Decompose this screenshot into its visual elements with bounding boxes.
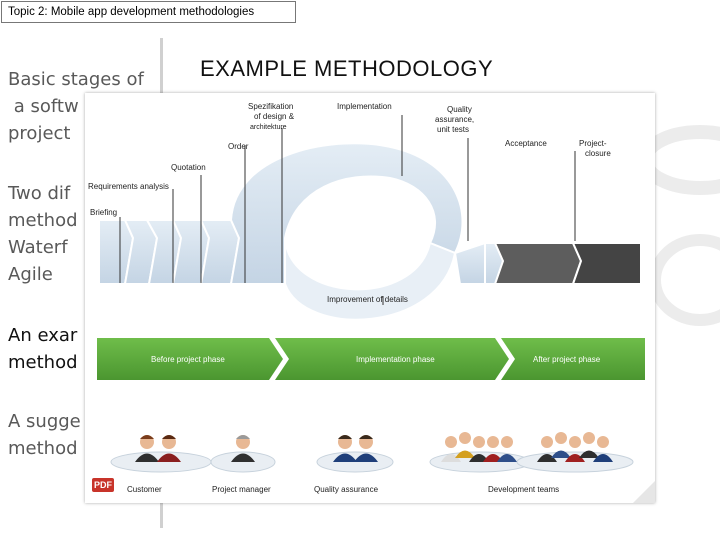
role-quality-assurance: Quality assurance xyxy=(314,435,394,494)
bullet-example: An exar method xyxy=(8,322,78,376)
people-icon xyxy=(135,435,181,462)
label-improvement: Improvement of details xyxy=(327,295,408,304)
label-requirements: Requirements analysis xyxy=(88,182,169,191)
phase-before xyxy=(97,338,283,380)
phase-after-label: After project phase xyxy=(533,355,601,364)
phase-implementation-label: Implementation phase xyxy=(356,355,435,364)
role-label: Quality assurance xyxy=(314,485,379,494)
step-closure xyxy=(571,242,642,285)
bullet-methodologies: Two dif method Waterf Agile xyxy=(8,180,78,288)
role-customer: Customer xyxy=(110,435,212,494)
iteration-loop xyxy=(229,142,486,321)
person-icon xyxy=(231,435,255,462)
people-icon xyxy=(333,435,378,462)
leader-lines xyxy=(119,115,576,305)
bullet-text: Agile xyxy=(8,264,53,285)
phase-band: Before project phase Implementation phas… xyxy=(97,338,645,380)
label-spec-2: of design & xyxy=(254,112,295,121)
topic-label: Topic 2: Mobile app development methodol… xyxy=(1,1,296,23)
bullet-text: method xyxy=(8,352,78,373)
bullet-text: Waterf xyxy=(8,237,68,258)
bullet-text: An exar xyxy=(8,325,78,346)
bullet-text: project xyxy=(8,123,71,144)
bullet-text: method xyxy=(8,438,78,459)
role-label: Project manager xyxy=(212,485,271,494)
slide-title: EXAMPLE METHODOLOGY xyxy=(200,56,494,81)
page-curl xyxy=(633,481,655,503)
label-briefing: Briefing xyxy=(90,208,117,217)
bullet-suggested: A sugge method xyxy=(8,408,81,462)
bullet-stages: Basic stages of a softw project xyxy=(8,66,144,147)
label-implementation: Implementation xyxy=(337,102,392,111)
step-acceptance xyxy=(493,242,583,285)
phase-before-label: Before project phase xyxy=(151,355,225,364)
role-label: Development teams xyxy=(488,485,559,494)
bullet-text: Two dif xyxy=(8,183,71,204)
bullet-text: Basic stages of xyxy=(8,69,144,90)
role-label: Customer xyxy=(127,485,162,494)
role-groups: Customer Project manager Quality assuran… xyxy=(110,432,634,494)
label-spec-3: architekture xyxy=(250,124,287,131)
label-quality-3: unit tests xyxy=(437,125,469,134)
flow-steps xyxy=(98,219,241,285)
label-quality-2: assurance, xyxy=(435,115,474,124)
label-quality-1: Quality xyxy=(447,105,472,114)
label-acceptance: Acceptance xyxy=(505,139,547,148)
people-icon xyxy=(537,432,613,462)
diagram-canvas: Spezifikation of design & architekture I… xyxy=(88,102,645,494)
phase-after xyxy=(501,338,645,380)
bullet-text: method xyxy=(8,210,78,231)
stage-labels: Spezifikation of design & architekture I… xyxy=(88,102,611,304)
label-closure-2: closure xyxy=(585,149,611,158)
label-quotation: Quotation xyxy=(171,163,206,172)
role-project-manager: Project manager xyxy=(210,435,276,494)
bullet-text: A sugge xyxy=(8,411,81,432)
people-icon xyxy=(441,432,517,462)
label-closure-1: Project- xyxy=(579,139,607,148)
phase-implementation xyxy=(275,338,509,380)
final-steps xyxy=(484,242,642,285)
label-order: Order xyxy=(228,142,249,151)
label-spec-1: Spezifikation xyxy=(248,102,293,111)
pdf-icon[interactable]: PDF xyxy=(92,478,114,492)
role-development-teams: Development teams xyxy=(429,432,634,494)
bullet-text: a softw xyxy=(8,96,79,117)
methodology-diagram: Spezifikation of design & architekture I… xyxy=(85,93,655,503)
